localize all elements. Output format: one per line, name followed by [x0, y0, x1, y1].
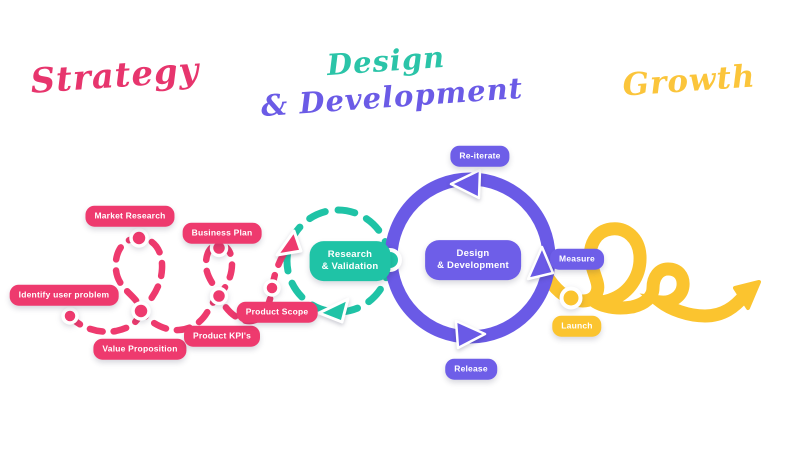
step-badge-market-research: Market Research	[85, 205, 175, 227]
design-development-line1: Design	[456, 248, 490, 260]
research-validation-line1: Research	[327, 249, 373, 261]
launch-junction-dot	[559, 286, 583, 310]
step-badge-product-kpis: Product KPI's	[184, 325, 260, 347]
milestone-dot	[129, 228, 149, 248]
measure-arrow-icon	[526, 245, 555, 281]
growth-swirl-path	[536, 222, 761, 323]
validation-arrow-icon	[317, 297, 350, 324]
step-badge-identify-user-problem: Identify user problem	[9, 284, 119, 306]
growth-arrow-icon	[733, 280, 761, 310]
step-badge-business-plan: Business Plan	[182, 222, 262, 244]
release-arrow-icon	[454, 319, 487, 350]
design-development-badge: Design & Development	[425, 240, 521, 280]
research-validation-badge: Research & Validation	[309, 241, 391, 281]
strategy-arrow-icon	[275, 229, 303, 257]
step-badge-value-proposition: Value Proposition	[93, 338, 187, 360]
design-development-line2: & Development	[437, 260, 509, 271]
research-validation-line2: & Validation	[321, 261, 379, 272]
strategy-path	[61, 228, 303, 335]
step-badge-product-scope: Product Scope	[236, 301, 318, 323]
milestone-dot	[131, 301, 151, 321]
step-badge-reiterate: Re-iterate	[450, 145, 510, 167]
step-badge-release: Release	[445, 358, 497, 380]
step-badge-measure: Measure	[550, 248, 604, 270]
strategy-milestone-dots	[61, 228, 281, 325]
milestone-dot	[263, 279, 281, 297]
milestone-dot	[61, 307, 79, 325]
reiterate-arrow-icon	[449, 168, 482, 200]
step-badge-launch: Launch	[552, 315, 602, 337]
milestone-dot	[209, 286, 229, 306]
